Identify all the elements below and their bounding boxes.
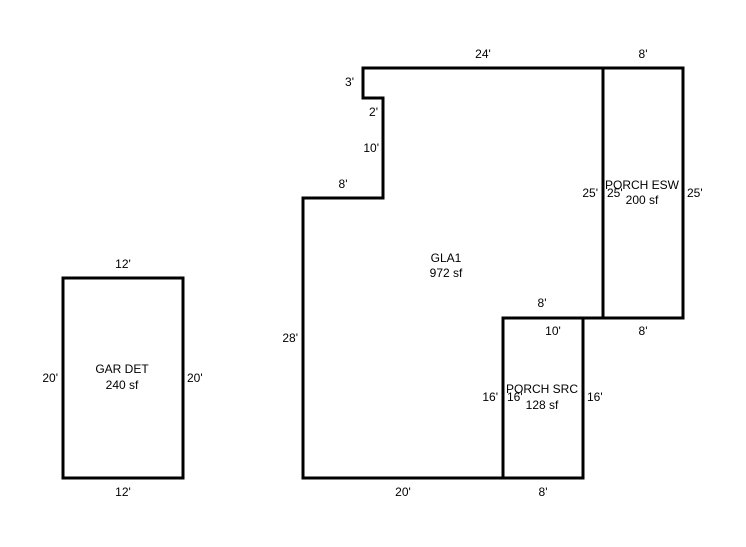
porch-src-area: 128 sf	[526, 398, 559, 412]
gar-det-dim-bottom: 12'	[115, 485, 131, 499]
porch-esw-area: 200 sf	[626, 193, 659, 207]
porch-esw-dim-right: 25'	[687, 186, 703, 200]
porch-esw-outline	[601, 66, 685, 320]
gla1-dim-step-bottom: 8'	[339, 177, 348, 191]
porch-src-name: PORCH SRC	[506, 382, 578, 396]
porch-esw-dim-top: 8'	[639, 47, 648, 61]
gar-det-dim-top: 12'	[115, 257, 131, 271]
gla1-dim-step-side: 10'	[363, 141, 379, 155]
gar-det-name: GAR DET	[95, 362, 149, 376]
porch-esw-name: PORCH ESW	[605, 178, 680, 192]
porch-esw-dim-bottom: 8'	[639, 324, 648, 338]
gla1-dim-step-top: 3'	[345, 75, 354, 89]
porch-src-dim-outer-left: 16'	[482, 390, 498, 404]
porch-src-dim-left: 16'	[507, 390, 523, 404]
gar-det-area: 240 sf	[106, 378, 139, 392]
gla1-dim-bottom: 20'	[395, 485, 411, 499]
porch-esw-dim-left: 25'	[607, 186, 623, 200]
porch-src-outline	[501, 316, 585, 480]
gla1-dim-right: 25'	[582, 186, 598, 200]
gar-det-dim-right: 20'	[187, 371, 203, 385]
porch-src-dim-top: 10'	[545, 324, 561, 338]
gla1-dim-notch-top: 8'	[538, 296, 547, 310]
gar-det-dim-left: 20'	[42, 371, 58, 385]
porch-src-dim-bottom: 8'	[539, 485, 548, 499]
porch-src-dim-right: 16'	[587, 390, 603, 404]
gar-det-outline	[61, 276, 185, 480]
gla1-dim-left: 28'	[282, 331, 298, 345]
gla1-area: 972 sf	[430, 266, 463, 280]
gla1-dim-top: 24'	[475, 47, 491, 61]
gla1-dim-step-in: 2'	[369, 105, 378, 119]
gla1-name: GLA1	[431, 251, 462, 265]
